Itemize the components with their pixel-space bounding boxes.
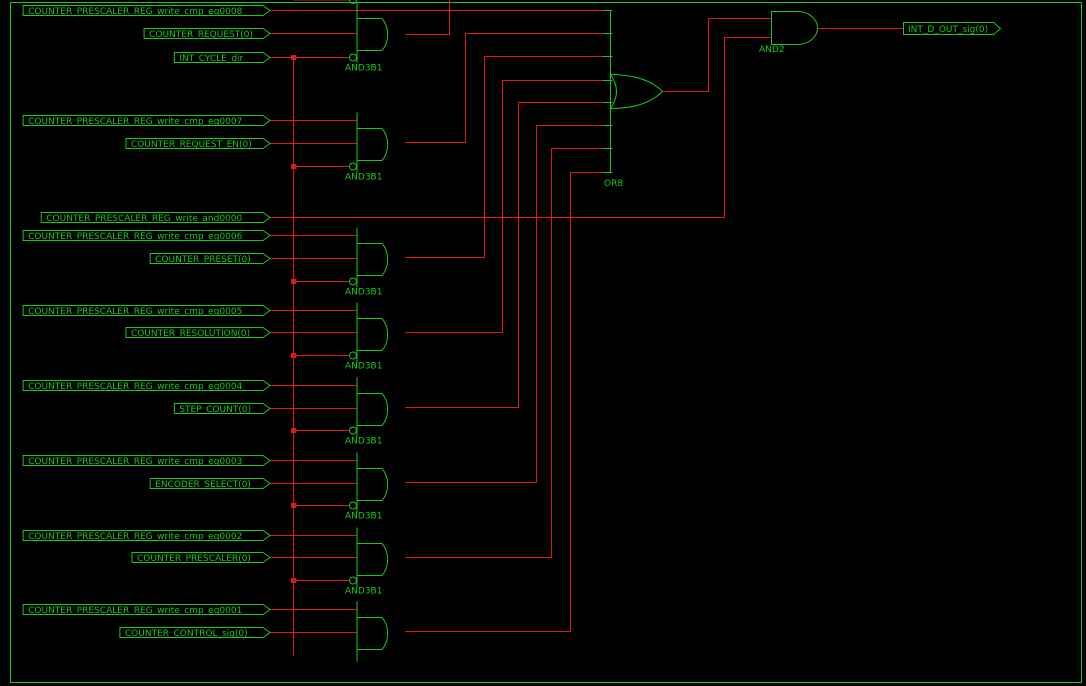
- input-port[interactable]: COUNTER_REQUEST(0): [143, 28, 271, 41]
- or8-gate[interactable]: [609, 74, 664, 110]
- gate-type-label: AND3B1: [345, 64, 382, 74]
- and3b1-gate[interactable]: [349, 302, 389, 363]
- input-port[interactable]: COUNTER_PRESCALER_REG_write_cmp_eq0001: [22, 604, 271, 617]
- input-port-label: COUNTER_PRESCALER_REG_write_cmp_eq0002: [28, 532, 242, 542]
- input-port-label: COUNTER_PRESCALER_REG_write_cmp_eq0006: [28, 232, 242, 242]
- input-port[interactable]: COUNTER_PRESCALER_REG_write_cmp_eq0003: [22, 455, 271, 468]
- input-port[interactable]: COUNTER_PRESCALER_REG_write_and0000: [40, 212, 271, 225]
- gate-type-label: AND3B1: [345, 0, 382, 3]
- and3b1-gate[interactable]: [349, 0, 389, 662]
- gate-type-label: AND3B1: [345, 362, 382, 372]
- and-output-route: [405, 102, 603, 408]
- input-port-label: COUNTER_PRESET(0): [155, 255, 251, 265]
- input-port-label: ENCODER_SELECT(0): [155, 480, 251, 490]
- input-port-label: COUNTER_REQUEST(0): [149, 30, 253, 40]
- and-output-route: [405, 125, 603, 483]
- input-port[interactable]: COUNTER_PRESCALER_REG_write_cmp_eq0006: [22, 230, 271, 243]
- and-output-route: [405, 80, 603, 333]
- input-port[interactable]: COUNTER_PRESCALER(0): [131, 552, 271, 565]
- and3b1-gate[interactable]: [349, 2, 389, 63]
- and2-enable-wire: [270, 37, 772, 218]
- sheet-frame: [10, 2, 1082, 683]
- and2-type-label: AND2: [759, 45, 785, 55]
- and3b1-gate[interactable]: [349, 227, 389, 288]
- and-output-route: [405, 33, 603, 143]
- and-output-route: [405, 0, 450, 35]
- input-port-label: COUNTER_PRESCALER_REG_write_cmp_eq0005: [28, 307, 242, 317]
- input-port[interactable]: COUNTER_CONTROL_sig(0): [119, 627, 271, 640]
- input-port-label: COUNTER_CONTROL_sig(0): [125, 629, 248, 639]
- input-port[interactable]: COUNTER_REQUEST_EN(0): [125, 138, 271, 151]
- input-port[interactable]: COUNTER_RESOLUTION(0): [125, 327, 271, 340]
- input-port[interactable]: COUNTER_PRESCALER_REG_write_cmp_eq0005: [22, 305, 271, 318]
- input-port-label: COUNTER_REQUEST_EN(0): [131, 140, 252, 150]
- input-port[interactable]: ENCODER_SELECT(0): [149, 478, 271, 491]
- and3b1-gate[interactable]: [349, 377, 389, 438]
- output-port[interactable]: INT_D_OUT_sig(0): [903, 22, 1002, 36]
- input-port[interactable]: STEP_COUNT(0): [173, 403, 271, 416]
- input-port[interactable]: COUNTER_PRESCALER_REG_write_cmp_eq0007: [22, 115, 271, 128]
- input-port[interactable]: COUNTER_PRESCALER_REG_write_cmp_eq0008: [22, 5, 271, 18]
- and-output-route: [405, 56, 603, 258]
- input-port-label: COUNTER_PRESCALER_REG_write_and0000: [46, 214, 242, 224]
- or8-type-label: OR8: [604, 179, 623, 189]
- input-port-label: STEP_COUNT(0): [179, 405, 251, 415]
- gate-type-label: AND3B1: [345, 512, 382, 522]
- input-port[interactable]: COUNTER_PRESET(0): [149, 253, 271, 266]
- and2-gate[interactable]: [771, 11, 818, 45]
- input-port-label: COUNTER_RESOLUTION(0): [131, 329, 250, 339]
- input-port-label: INT_CYCLE_dir: [179, 54, 243, 64]
- and3b1-gate[interactable]: [349, 112, 389, 173]
- gate-type-label: AND3B1: [345, 173, 382, 183]
- wires-layer: [270, 0, 904, 656]
- output-port-label: INT_D_OUT_sig(0): [908, 25, 988, 35]
- and3b1-gate[interactable]: [349, 452, 389, 513]
- gates-layer: [349, 0, 818, 662]
- or8-output-wire: [662, 18, 772, 92]
- input-port-label: COUNTER_PRESCALER(0): [137, 554, 251, 564]
- gate-labels-layer: AND3B1AND3B1AND3B1AND3B1AND3B1AND3B1AND3…: [345, 0, 785, 597]
- gate-type-label: AND3B1: [345, 587, 382, 597]
- input-port[interactable]: COUNTER_PRESCALER_REG_write_cmp_eq0002: [22, 530, 271, 543]
- input-port-label: COUNTER_PRESCALER_REG_write_cmp_eq0008: [28, 7, 242, 17]
- gate-type-label: AND3B1: [345, 288, 382, 298]
- input-port-label: COUNTER_PRESCALER_REG_write_cmp_eq0007: [28, 117, 242, 127]
- and-output-route: [405, 172, 603, 632]
- ports-layer: COUNTER_PRESCALER_REG_write_cmp_eq0008CO…: [22, 5, 271, 640]
- input-port[interactable]: INT_CYCLE_dir: [173, 52, 271, 65]
- gate-type-label: AND3B1: [345, 437, 382, 447]
- input-port-label: COUNTER_PRESCALER_REG_write_cmp_eq0003: [28, 457, 242, 467]
- input-port[interactable]: COUNTER_PRESCALER_REG_write_cmp_eq0004: [22, 380, 271, 393]
- input-port-label: COUNTER_PRESCALER_REG_write_cmp_eq0004: [28, 382, 242, 392]
- input-port-label: COUNTER_PRESCALER_REG_write_cmp_eq0001: [28, 606, 242, 616]
- and3b1-gate[interactable]: [349, 527, 389, 588]
- and-output-route: [405, 148, 603, 558]
